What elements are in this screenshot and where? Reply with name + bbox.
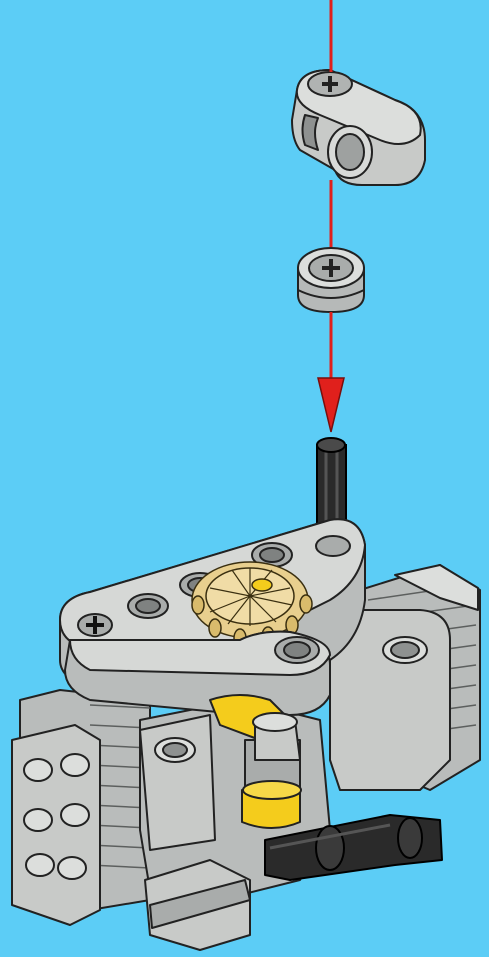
direction-arrowhead bbox=[318, 312, 344, 432]
axle-joiner-perpendicular bbox=[292, 70, 425, 185]
half-bushing bbox=[298, 248, 364, 312]
